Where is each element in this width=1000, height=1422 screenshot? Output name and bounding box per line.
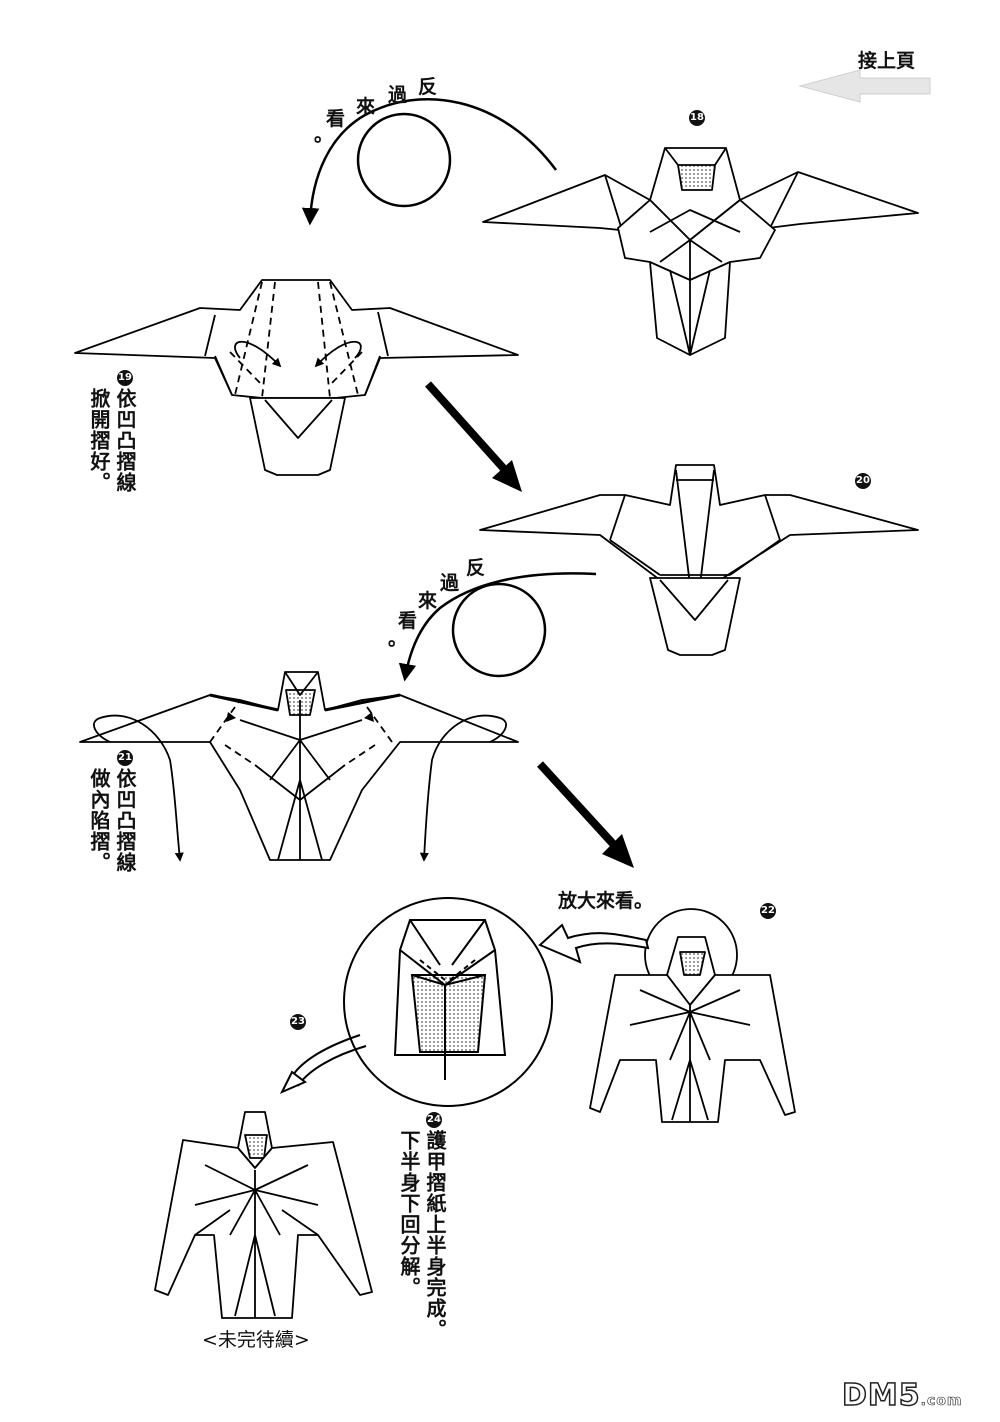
step-21-instruction-line-2: 做內陷摺。: [87, 768, 111, 873]
turn-over-2-char-4: 看: [398, 610, 418, 632]
turn-over-1-char-5: 。: [314, 124, 334, 146]
continue-arrow-icon: [798, 69, 931, 103]
step-19-instruction-line-2: 掀開摺好。: [87, 388, 111, 493]
step-24-instruction-line-1: 護甲摺紙上半身完成。: [423, 1130, 447, 1340]
to-be-continued: <未完待續>: [202, 1329, 310, 1351]
turn-over-1-char-4: 看: [326, 108, 346, 130]
zoom-label: 放大來看。: [558, 890, 654, 912]
next-step-arrow-icon: [425, 381, 522, 492]
step-21-number: 21: [117, 750, 133, 766]
step-22-number: 22: [760, 903, 776, 919]
step-19-number: 19: [117, 370, 133, 386]
watermark-main: DM5: [841, 1377, 921, 1414]
turn-over-2-char-3: 來: [418, 590, 438, 612]
turn-over-symbol-1: [301, 98, 558, 226]
step-20-figure: [479, 464, 919, 656]
step-22-figure: [589, 908, 796, 1123]
turn-over-symbol-2: [398, 572, 597, 682]
zoom-bubble: [343, 897, 650, 1107]
step-18-number: 18: [689, 110, 705, 126]
step-21-instruction-line-1: 依凹凸摺線: [113, 768, 137, 873]
step-21-figure: [79, 671, 519, 862]
turn-over-2-char-2: 過: [440, 572, 460, 594]
step-18-figure: [482, 147, 919, 356]
turn-over-1-char-3: 來: [356, 96, 376, 118]
turn-over-2-char-5: 。: [388, 628, 408, 650]
step-20-number: 20: [855, 473, 871, 489]
step-19-instruction-line-1: 依凹凸摺線: [113, 388, 137, 493]
result-arrow-icon: [279, 1034, 367, 1095]
turn-over-2-char-1: 反: [466, 557, 486, 579]
turn-over-1-char-1: 反: [418, 76, 438, 98]
step-24-figure: [154, 1111, 373, 1319]
continue-note: 接上頁: [858, 50, 916, 72]
watermark-suffix: .com: [920, 1393, 963, 1410]
step-23-number: 23: [290, 1014, 306, 1030]
turn-over-1-char-2: 過: [388, 84, 408, 106]
next-step-arrow-icon: [537, 761, 634, 868]
step-24-number: 24: [426, 1112, 442, 1128]
step-19-figure: [74, 279, 519, 476]
step-24-instruction-line-2: 下半身下回分解。: [397, 1130, 421, 1298]
site-watermark-logo: DM5.com: [841, 1377, 963, 1414]
